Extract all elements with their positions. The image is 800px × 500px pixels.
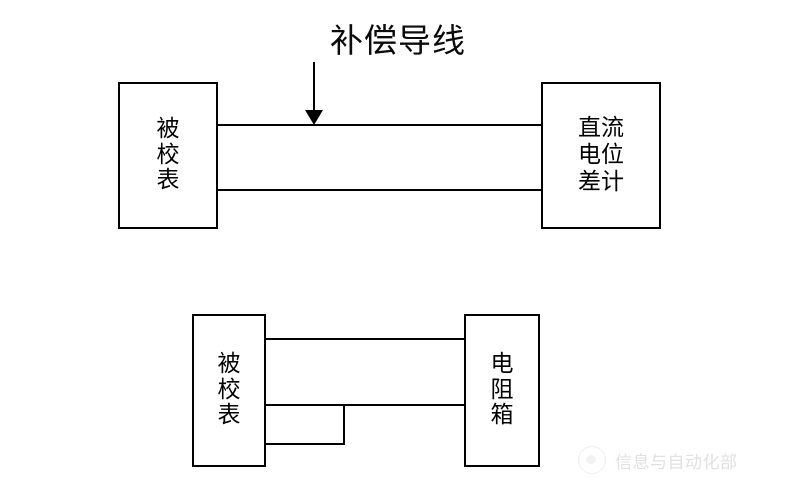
wire-bottom-lower: [265, 443, 345, 445]
arrow-down-icon: [305, 110, 323, 125]
block-instrument-under-test-top: 被 校 表: [118, 82, 218, 229]
block-label-instrument-under-test-top: 被 校 表: [156, 115, 180, 194]
wire-top-upper: [217, 124, 542, 126]
callout-arrow-shaft: [313, 62, 315, 114]
block-label-instrument-under-test-bottom: 被 校 表: [217, 350, 241, 429]
wire-bottom-middle: [265, 404, 465, 406]
block-label-dc-potentiometer: 直流 电位 差计: [578, 114, 624, 196]
wire-bottom-upper: [265, 338, 465, 340]
block-resistance-box: 电 阻 箱: [464, 314, 540, 467]
circular-logo-icon: [578, 446, 606, 474]
callout-label-compensation-wire: 补偿导线: [330, 21, 466, 60]
watermark-text: 信息与自动化部: [615, 452, 738, 473]
watermark: 信息与自动化部: [578, 446, 738, 474]
block-instrument-under-test-bottom: 被 校 表: [192, 314, 266, 467]
block-label-resistance-box: 电 阻 箱: [490, 350, 514, 429]
wire-bottom-jumper: [343, 404, 345, 445]
wire-top-lower: [217, 189, 542, 191]
block-dc-potentiometer: 直流 电位 差计: [541, 82, 661, 229]
